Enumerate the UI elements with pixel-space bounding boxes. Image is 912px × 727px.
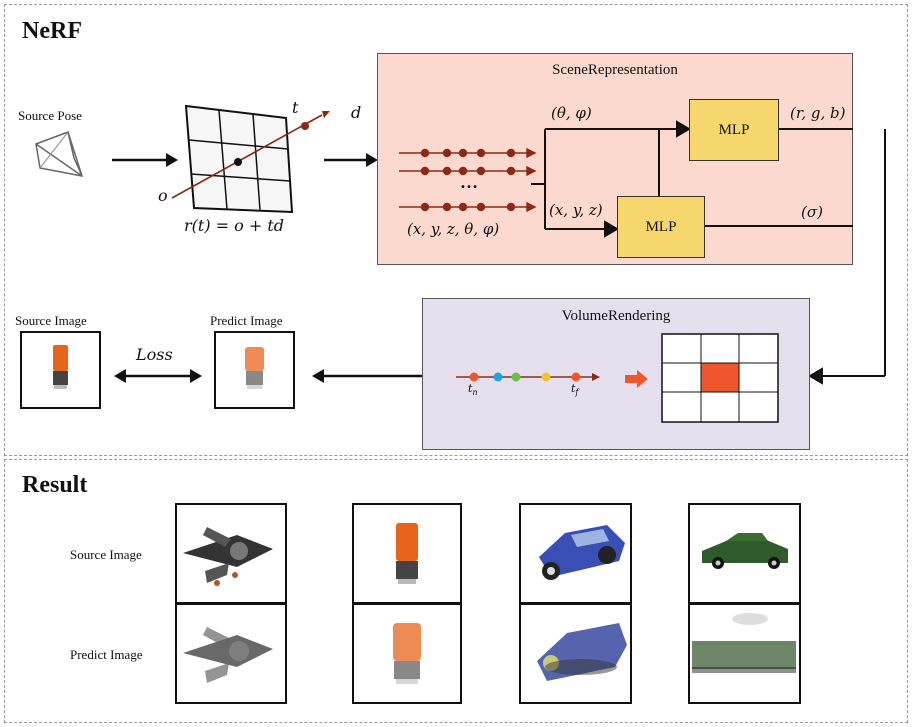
result-source-row-label: Source Image: [70, 547, 142, 562]
result-heading: Result: [22, 472, 88, 498]
green-car-blurry-icon: [692, 613, 796, 673]
arrow-volume-to-predict: [312, 369, 422, 383]
loss-double-arrow: [114, 369, 202, 383]
input-vector-label: (x, y, z, θ, φ): [407, 220, 500, 238]
rgb-output-label: (r, g, b): [790, 104, 846, 122]
result-predict-row-label: Predict Image: [70, 647, 143, 662]
mlp-color-block: MLP: [689, 99, 779, 161]
render-arrow-icon: [625, 370, 648, 388]
orange-cylinder-icon: [53, 345, 68, 389]
ellipsis: …: [460, 172, 478, 192]
scene-rays-diagram: [399, 120, 853, 238]
orange-cylinder-icon: [396, 523, 418, 584]
position-label: (x, y, z): [549, 201, 603, 219]
arrow-pose-to-ray: [112, 153, 178, 167]
loss-label: Loss: [136, 345, 173, 364]
result-greencar-predict: [688, 603, 801, 704]
blue-car-blurry-icon: [537, 623, 627, 681]
t-near-label: tn: [468, 382, 478, 398]
blue-car-icon: [539, 525, 625, 580]
result-bluecar-source: [519, 503, 632, 604]
result-spacecraft-source: [175, 503, 287, 604]
mlp-density-block: MLP: [617, 196, 705, 258]
result-cylinder-predict: [352, 603, 462, 704]
blurry-cylinder-icon: [245, 347, 264, 389]
ray-param-t: t: [292, 98, 299, 117]
result-cylinder-source: [352, 503, 462, 604]
sigma-output-label: (σ): [801, 203, 823, 221]
result-bluecar-predict: [519, 603, 632, 704]
nerf-panel: [4, 4, 908, 456]
volume-rendering-title: VolumeRendering: [561, 308, 671, 324]
ray-equation: r(t) = o + td: [184, 216, 285, 235]
ray-origin-o: o: [158, 186, 168, 205]
ray-direction-d: d: [351, 103, 362, 122]
arrow-scene-to-volume: [808, 129, 886, 385]
result-greencar-source: [688, 503, 801, 604]
ray-grid-diagram: [171, 104, 330, 214]
result-spacecraft-predict: [175, 603, 287, 704]
view-direction-label: (θ, φ): [551, 104, 592, 122]
predict-image-thumbnail: [214, 331, 295, 409]
t-far-label: tf: [571, 382, 579, 398]
camera-pose-icon: [35, 131, 84, 177]
source-image-label: Source Image: [15, 313, 87, 328]
scene-representation-title: SceneRepresentation: [552, 62, 678, 78]
spacecraft-icon: [183, 527, 273, 586]
source-image-thumbnail: [20, 331, 101, 409]
source-pose-label: Source Pose: [18, 108, 82, 123]
predict-image-label: Predict Image: [210, 313, 283, 328]
volume-ray-samples: [456, 372, 600, 382]
blurry-cylinder-icon: [393, 623, 421, 684]
green-car-icon: [702, 533, 788, 569]
result-panel: [4, 459, 908, 723]
pixel-grid: [661, 333, 779, 423]
spacecraft-blurry-icon: [183, 627, 273, 683]
arrow-ray-to-scene: [324, 153, 378, 167]
nerf-heading: NeRF: [22, 18, 82, 44]
